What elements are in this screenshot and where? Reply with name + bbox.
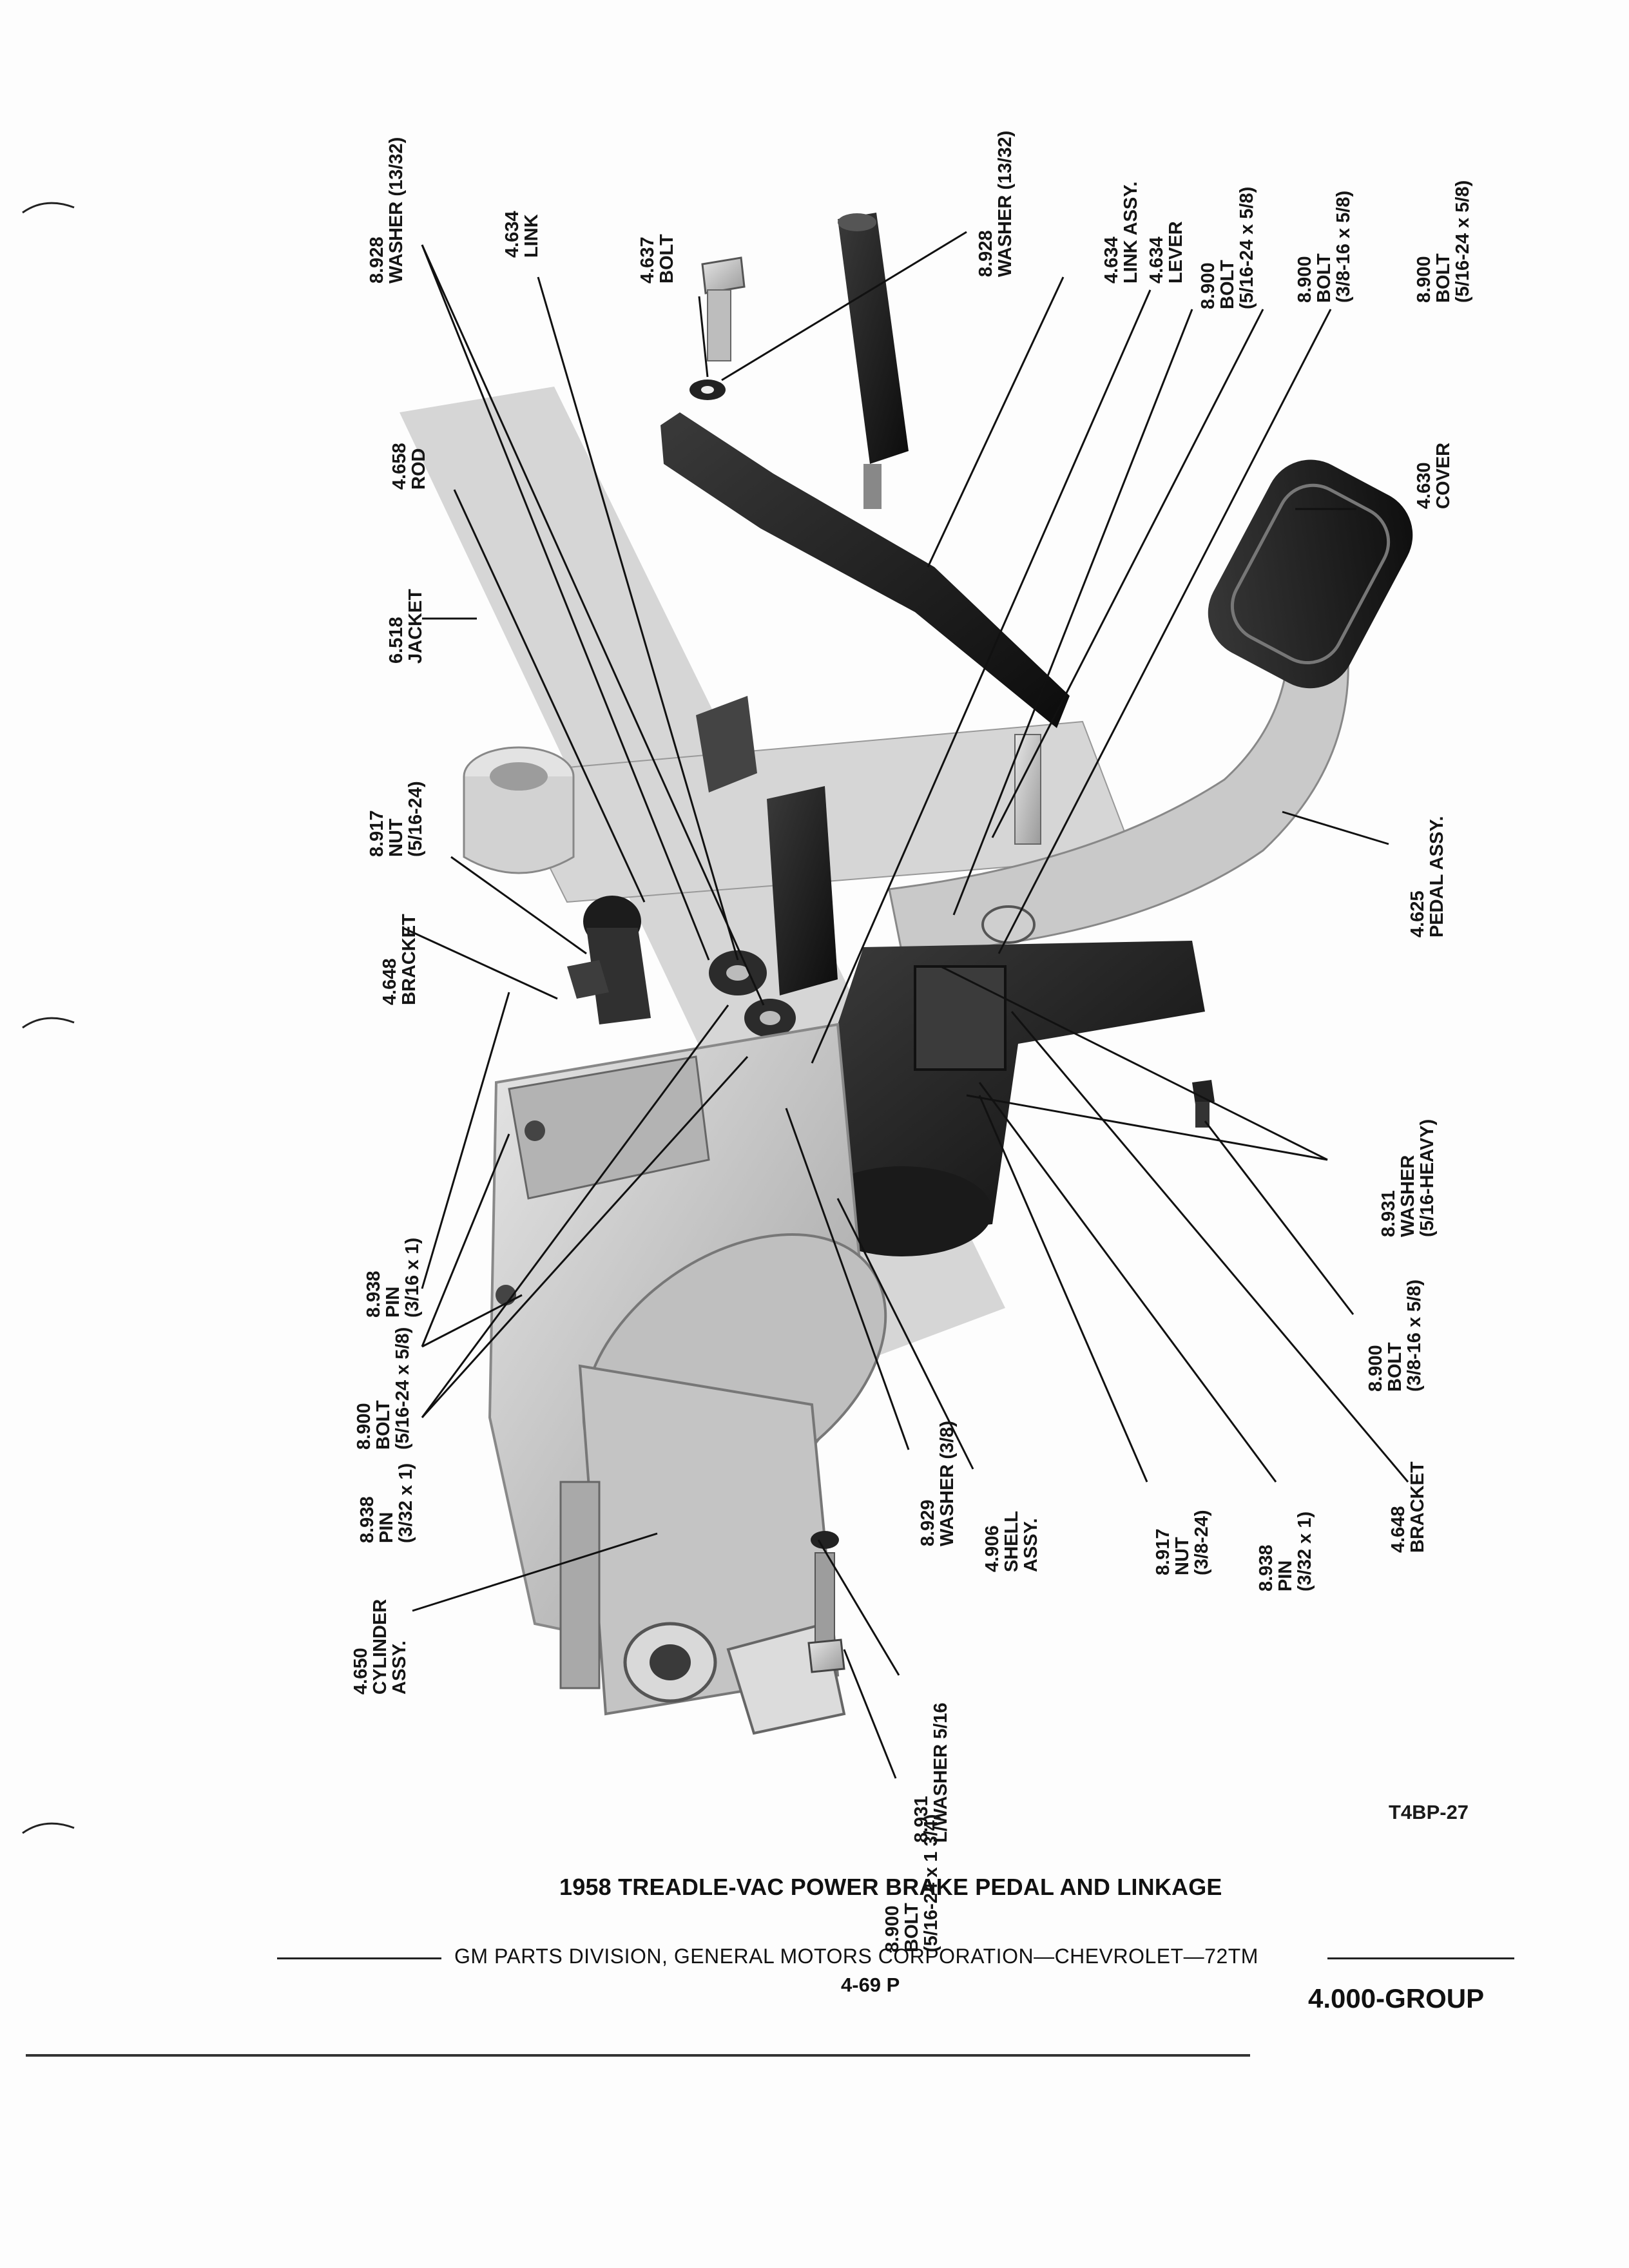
leader-lines — [402, 231, 1409, 1779]
binder-punch-mark-bottom — [22, 1822, 75, 1834]
top-bolt — [689, 256, 746, 400]
pedal-cover — [1208, 459, 1413, 689]
group-code: 4.000-GROUP — [1308, 1983, 1485, 2013]
bottom-rule — [26, 2054, 1250, 2057]
binder-punch-mark-middle — [22, 1017, 75, 1029]
figure-code: T4BP-27 — [1389, 1801, 1469, 1823]
page-title: 1958 TREADLE-VAC POWER BRAKE PEDAL AND L… — [559, 1874, 1222, 1900]
footer: GM PARTS DIVISION, GENERAL MOTORS CORPOR… — [277, 1945, 1514, 1974]
footer-rule-right — [1327, 1957, 1514, 1959]
binder-punch-mark-top — [22, 202, 75, 214]
footer-rule-left — [277, 1957, 441, 1959]
page-number: 4-69 P — [841, 1974, 900, 1996]
bottom-bolt — [807, 1531, 845, 1673]
upper-link — [838, 213, 909, 464]
footer-text: GM PARTS DIVISION, GENERAL MOTORS CORPOR… — [454, 1945, 1258, 1968]
link-assy — [660, 412, 1070, 728]
